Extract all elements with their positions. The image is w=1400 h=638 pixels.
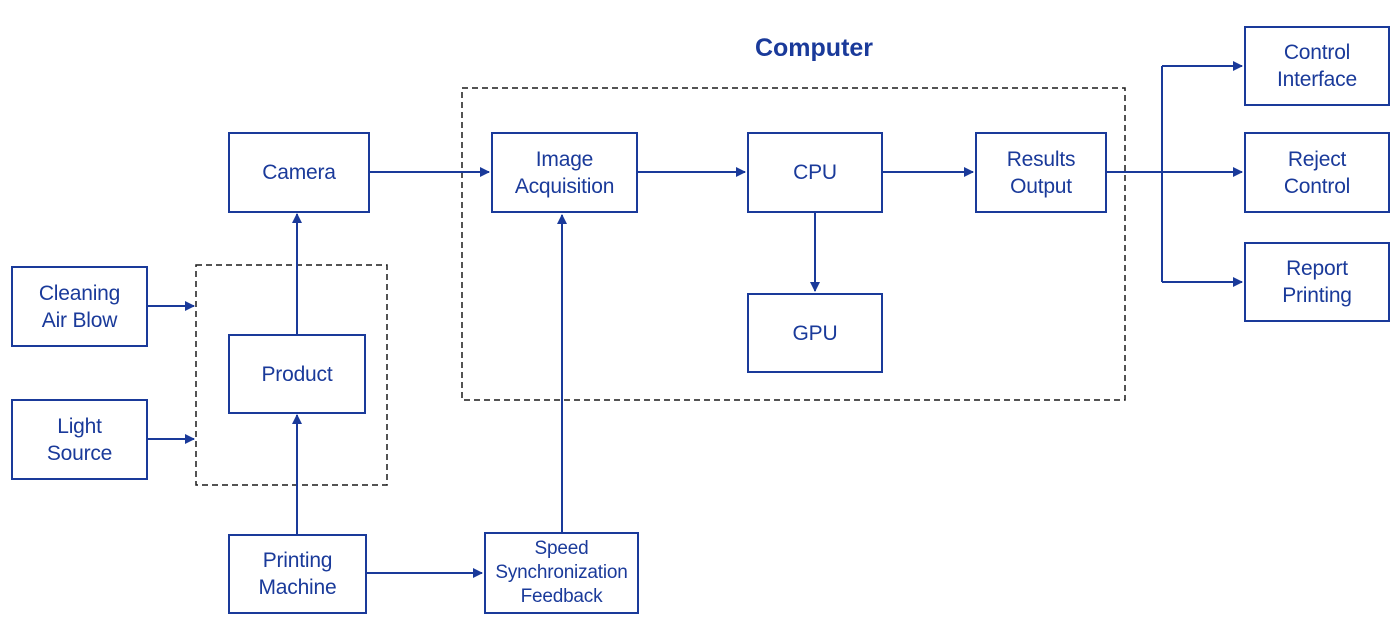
image-acquisition-node: Image Acquisition [491,132,638,213]
product-area-border [195,264,388,486]
printing-machine-node: Printing Machine [228,534,367,614]
gpu-node: GPU [747,293,883,373]
camera-node: Camera [228,132,370,213]
report-printing-node: Report Printing [1244,242,1390,322]
results-output-node: Results Output [975,132,1107,213]
cpu-node: CPU [747,132,883,213]
control-interface-node: Control Interface [1244,26,1390,106]
computer-group-title: Computer [754,34,874,62]
product-node: Product [228,334,366,414]
cleaning-air-blow-node: Cleaning Air Blow [11,266,148,347]
reject-control-node: Reject Control [1244,132,1390,213]
light-source-node: Light Source [11,399,148,480]
computer-group-border [461,87,1126,401]
speed-synchronization-feedback-node: Speed Synchronization Feedback [484,532,639,614]
